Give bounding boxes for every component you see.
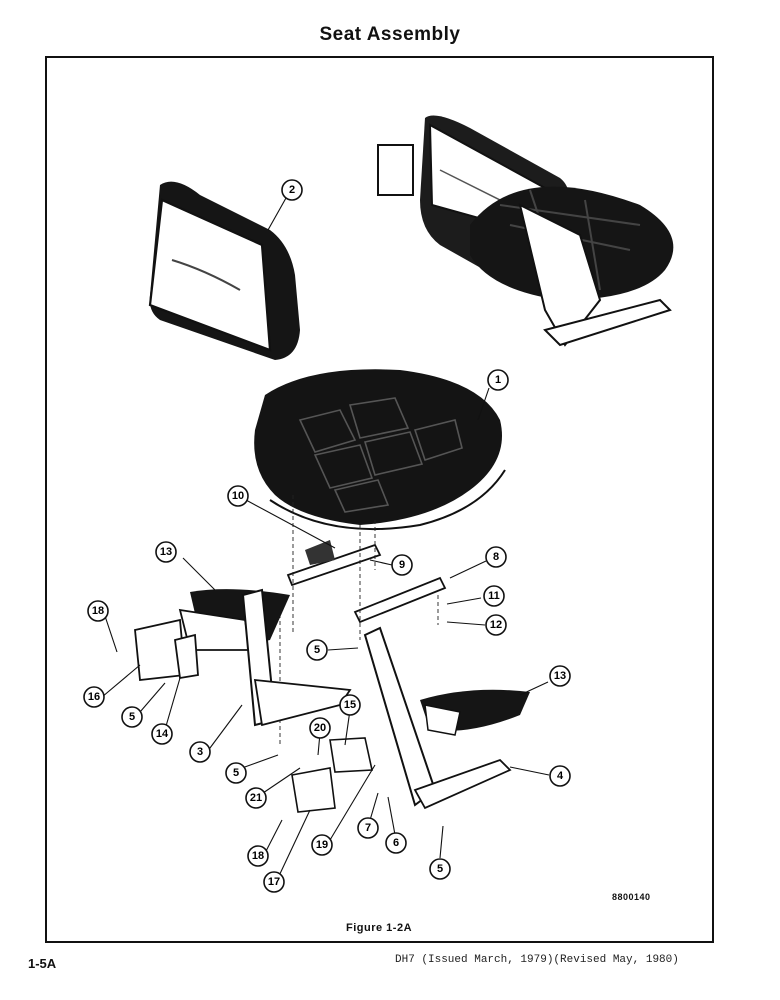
callout-label: 8 bbox=[493, 551, 499, 563]
callout-10: 10 bbox=[227, 485, 249, 507]
callout-label: 3 bbox=[197, 746, 203, 758]
leader-lines bbox=[101, 197, 550, 879]
callout-5: 5 bbox=[306, 639, 328, 661]
callout-label: 18 bbox=[92, 605, 104, 617]
page-number: 1-5A bbox=[28, 956, 57, 971]
callout-13: 13 bbox=[155, 541, 177, 563]
callout-label: 17 bbox=[268, 876, 280, 888]
callout-label: 2 bbox=[289, 184, 295, 196]
callout-label: 18 bbox=[252, 850, 264, 862]
callout-5: 5 bbox=[225, 762, 247, 784]
callout-3: 3 bbox=[189, 741, 211, 763]
callout-13: 13 bbox=[549, 665, 571, 687]
callout-21: 21 bbox=[245, 787, 267, 809]
callout-6: 6 bbox=[385, 832, 407, 854]
callout-label: 4 bbox=[557, 770, 564, 782]
callout-label: 15 bbox=[344, 699, 356, 711]
revision-note: DH7 (Issued March, 1979)(Revised May, 19… bbox=[395, 954, 679, 966]
assembled-seat-illustration bbox=[377, 115, 674, 347]
callout-12: 12 bbox=[485, 614, 507, 636]
callout-9: 9 bbox=[391, 554, 413, 576]
callout-19: 19 bbox=[311, 834, 333, 856]
callout-label: 20 bbox=[314, 722, 326, 734]
figure-caption: Figure 1-2A bbox=[346, 922, 413, 934]
callout-18: 18 bbox=[87, 600, 109, 622]
figure-frame bbox=[45, 56, 714, 943]
callout-label: 19 bbox=[316, 839, 328, 851]
callout-label: 11 bbox=[488, 590, 500, 602]
callout-label: 13 bbox=[160, 546, 172, 558]
callout-label: 7 bbox=[365, 822, 371, 834]
callout-label: 5 bbox=[437, 863, 443, 875]
seat-rails bbox=[286, 540, 447, 624]
callout-11: 11 bbox=[483, 585, 505, 607]
callout-4: 4 bbox=[549, 765, 571, 787]
callout-label: 10 bbox=[232, 490, 244, 502]
callout-1: 1 bbox=[487, 369, 509, 391]
callout-16: 16 bbox=[83, 686, 105, 708]
left-armrest-and-bracket bbox=[134, 588, 352, 727]
callout-2: 2 bbox=[281, 179, 303, 201]
callout-label: 9 bbox=[399, 559, 405, 571]
seat-cushion-part bbox=[254, 369, 506, 531]
callout-7: 7 bbox=[357, 817, 379, 839]
callout-label: 12 bbox=[490, 619, 502, 631]
callout-label: 21 bbox=[250, 792, 262, 804]
callout-15: 15 bbox=[339, 694, 361, 716]
right-armrest-and-bracket bbox=[291, 626, 530, 813]
callout-label: 13 bbox=[554, 670, 566, 682]
callout-18: 18 bbox=[247, 845, 269, 867]
callout-label: 14 bbox=[156, 728, 169, 740]
backrest-part bbox=[148, 181, 300, 360]
callout-label: 6 bbox=[393, 837, 399, 849]
callout-5: 5 bbox=[429, 858, 451, 880]
callout-5: 5 bbox=[121, 706, 143, 728]
callout-20: 20 bbox=[309, 717, 331, 739]
callout-label: 5 bbox=[129, 711, 135, 723]
callout-label: 1 bbox=[495, 374, 501, 386]
callout-17: 17 bbox=[263, 871, 285, 893]
callout-label: 5 bbox=[233, 767, 239, 779]
callout-8: 8 bbox=[485, 546, 507, 568]
callout-label: 5 bbox=[314, 644, 320, 656]
drawing-number: 8800140 bbox=[612, 892, 651, 902]
page-title: Seat Assembly bbox=[319, 24, 461, 45]
callout-14: 14 bbox=[151, 723, 173, 745]
callout-label: 16 bbox=[88, 691, 100, 703]
